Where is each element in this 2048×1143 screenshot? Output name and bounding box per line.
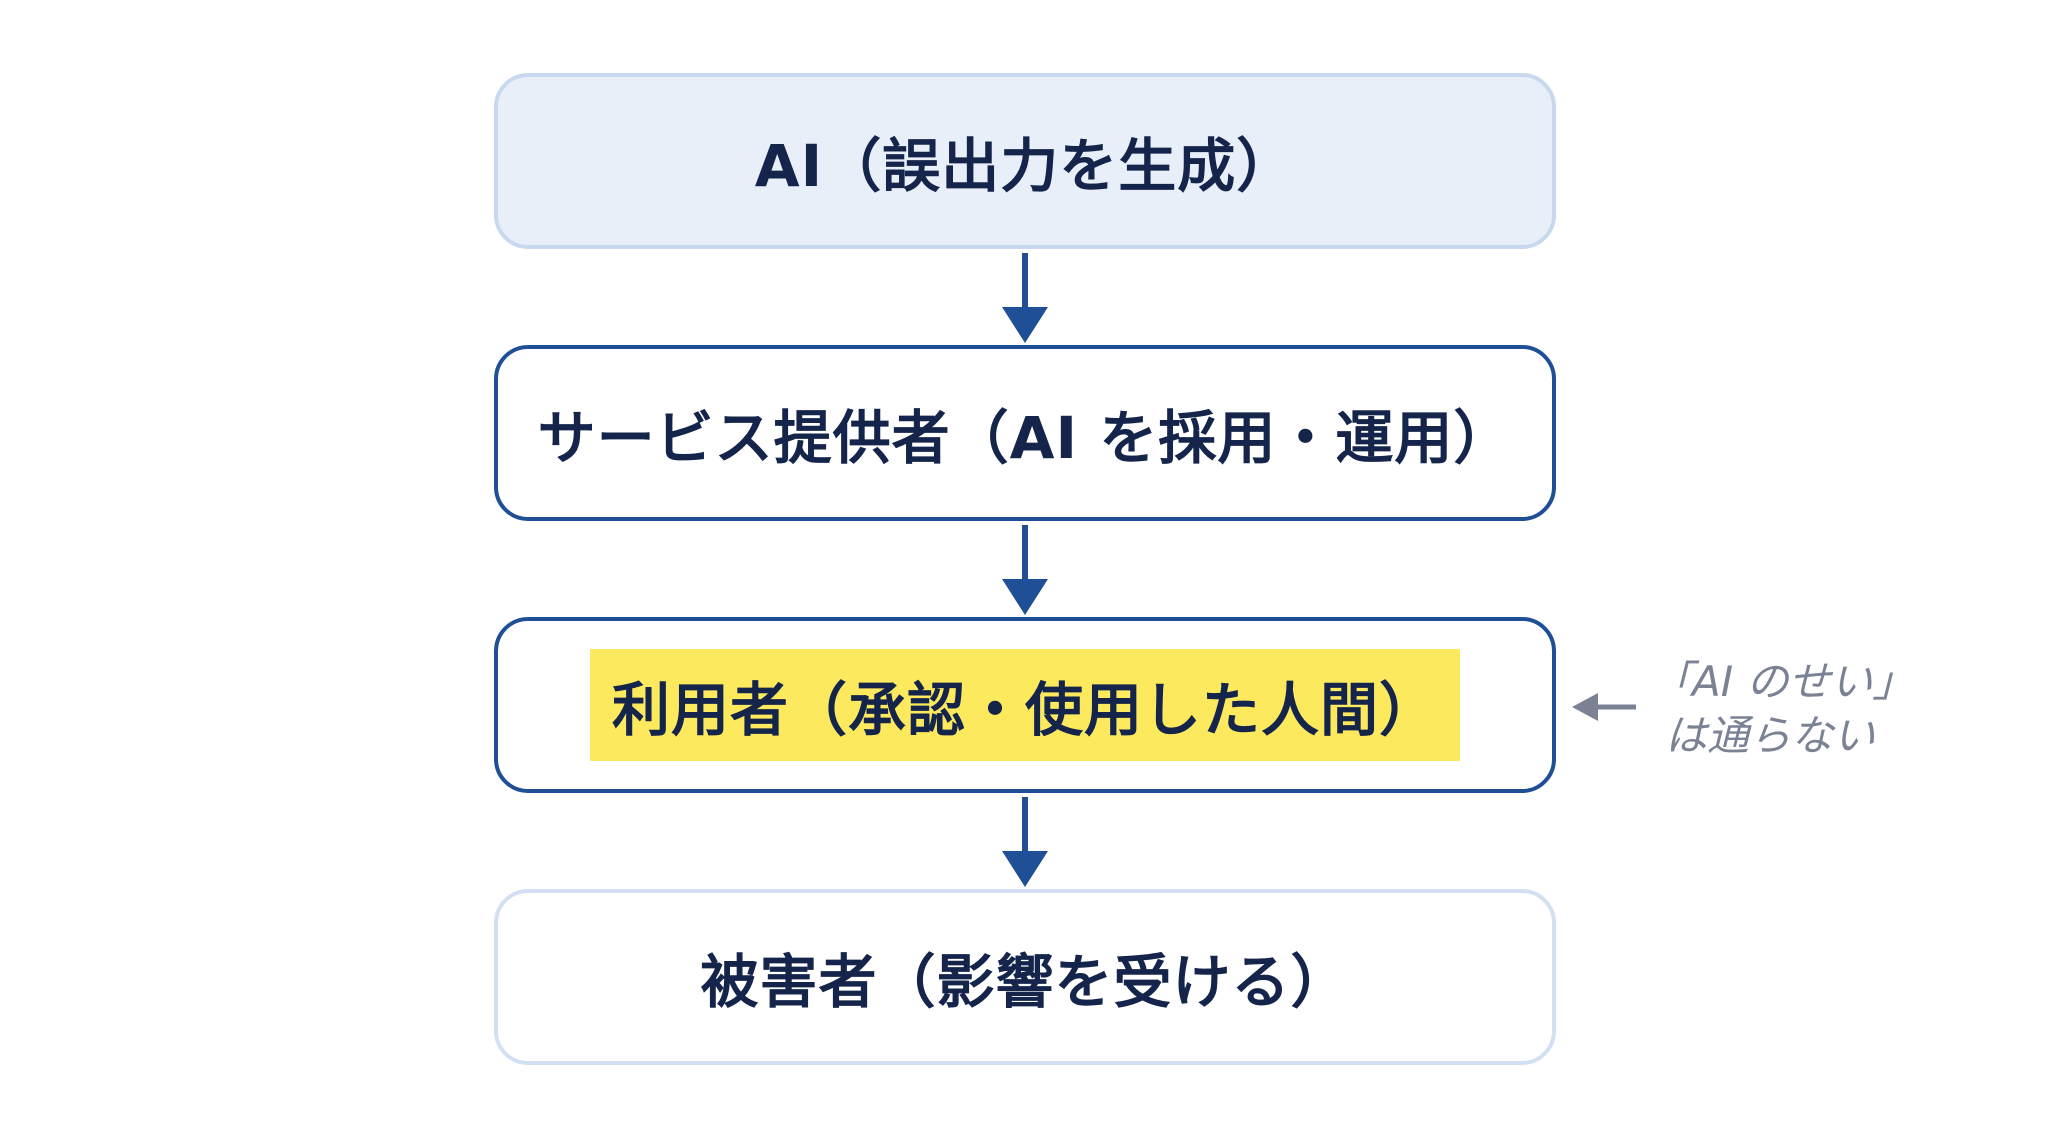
flow-step-provider-label: サービス提供者（AI を採用・運用） (537, 404, 1513, 472)
annotation-line-2: は通らない (1664, 711, 1875, 760)
flow-step-victim: 被害者（影響を受ける） (494, 889, 1556, 1065)
flow-step-ai: AI（誤出力を生成） (494, 73, 1556, 249)
annotation-note: 「AI のせい」 は通らない (1650, 655, 1915, 763)
flow-step-ai-label: AI（誤出力を生成） (754, 132, 1296, 200)
arrow-user-to-victim (1002, 797, 1048, 887)
flow-step-victim-label: 被害者（影響を受ける） (700, 948, 1350, 1016)
arrow-ai-to-provider (1002, 253, 1048, 343)
arrow-provider-to-user (1002, 525, 1048, 615)
annotation-line-1: 「AI のせい」 (1650, 657, 1915, 706)
annotation-arrow (1572, 693, 1636, 721)
flow-step-user: 利用者（承認・使用した人間） (494, 617, 1556, 793)
flow-step-provider: サービス提供者（AI を採用・運用） (494, 345, 1556, 521)
flow-step-user-label: 利用者（承認・使用した人間） (589, 649, 1460, 761)
